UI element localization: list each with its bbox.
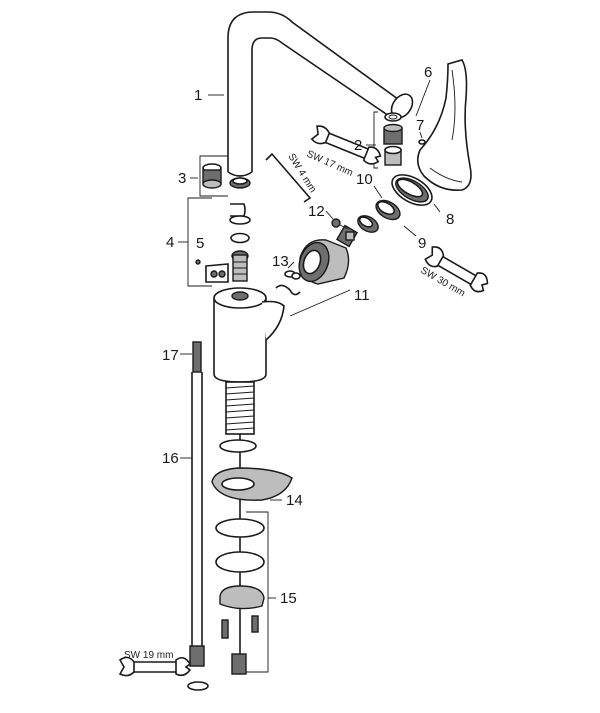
callout-17: 17 [162, 347, 179, 364]
callout-2: 2 [354, 137, 362, 154]
callout-6: 6 [424, 64, 432, 81]
callout-13: 13 [272, 253, 289, 270]
cartridge-seals-part [275, 270, 301, 296]
nut-part [231, 653, 247, 675]
callout-14: 14 [286, 492, 303, 509]
callout-4: 4 [166, 234, 174, 251]
callout-12: 12 [308, 203, 325, 220]
supply-hose-part [189, 341, 205, 667]
callout-15: 15 [280, 590, 297, 607]
washer-part [187, 681, 209, 691]
cover-cap-part [391, 174, 433, 206]
mixer-body-part [213, 287, 285, 435]
retaining-nut-part [357, 215, 379, 233]
cartridge-part [298, 224, 359, 285]
callout-5: 5 [196, 235, 204, 252]
callout-16: 16 [162, 450, 179, 467]
threaded-ring-part [375, 199, 401, 221]
wrench-sw19-tool [118, 656, 192, 677]
callout-8: 8 [446, 211, 454, 228]
wrench-sw30-tool [424, 246, 489, 293]
callout-3: 3 [178, 170, 186, 187]
screw-part [331, 218, 349, 230]
tool-label-sw17: SW 17 mm [305, 149, 355, 179]
callout-9: 9 [418, 235, 426, 252]
mounting-washers-group [211, 439, 293, 673]
aerator-group [373, 111, 403, 169]
hex-key-tool [265, 152, 312, 203]
tool-label-sw19: SW 19 mm [124, 650, 173, 661]
nut-stack-group [199, 155, 251, 197]
callout-labels: 1 2 3 4 5 6 7 8 9 10 11 12 13 14 15 16 1… [162, 64, 454, 607]
wrench-sw17-tool [310, 125, 382, 165]
callout-10: 10 [356, 171, 373, 188]
lever-handle-part [416, 59, 472, 192]
small-seal-part [418, 139, 426, 145]
spout-part [227, 11, 414, 177]
callout-11: 11 [354, 287, 370, 304]
callout-7: 7 [416, 117, 424, 134]
leader-lines [178, 79, 441, 599]
callout-1: 1 [194, 87, 202, 104]
